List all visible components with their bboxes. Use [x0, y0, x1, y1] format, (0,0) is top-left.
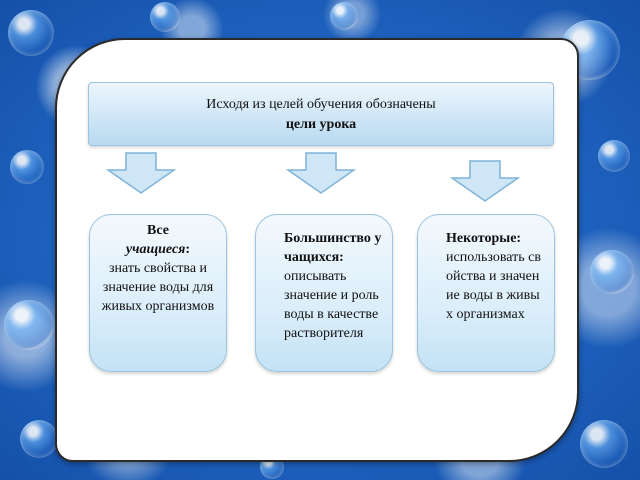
- water-droplet: [10, 150, 44, 184]
- goal-box-most-students: Большинство учащихся: описывать значение…: [255, 214, 393, 372]
- goal-text: знать свойства и значение воды для живых…: [101, 261, 215, 314]
- down-arrow-icon: [286, 152, 356, 194]
- goal-heading: Все учащиеся:: [125, 223, 191, 257]
- water-droplet: [598, 140, 630, 172]
- down-arrow-icon: [106, 152, 176, 194]
- water-droplet: [20, 420, 58, 458]
- goal-box-some-students: Некоторые: использовать свойства и значе…: [417, 214, 555, 372]
- goal-text: использовать свойства и значение воды в …: [446, 250, 541, 322]
- goals-header: Исходя из целей обучения обозначены цели…: [88, 82, 554, 146]
- water-droplet: [4, 300, 54, 350]
- water-droplet: [580, 420, 628, 468]
- goal-heading: Некоторые:: [446, 231, 522, 246]
- goal-text: описывать значение и роль воды в качеств…: [284, 269, 379, 341]
- water-droplet: [330, 2, 358, 30]
- water-droplet: [8, 10, 54, 56]
- water-droplet: [590, 250, 634, 294]
- goal-box-all-students: Все учащиеся: знать свойства и значение …: [89, 214, 227, 372]
- down-arrow-icon: [450, 160, 520, 202]
- water-droplet: [150, 2, 180, 32]
- header-line-2: цели урока: [285, 117, 357, 132]
- goal-heading: Большинство учащихся:: [284, 231, 382, 265]
- header-line-1: Исходя из целей обучения обозначены: [206, 97, 436, 112]
